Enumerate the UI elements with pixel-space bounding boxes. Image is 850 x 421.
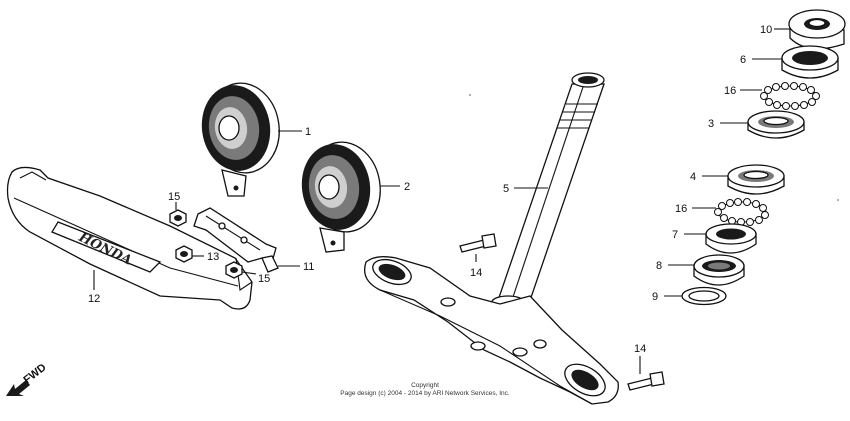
copyright-line-1: Copyright bbox=[411, 382, 439, 389]
callout-4: 4 bbox=[690, 171, 696, 183]
steel-balls-16b[interactable] bbox=[714, 198, 769, 226]
horn-2[interactable] bbox=[296, 137, 386, 253]
washer-9[interactable] bbox=[681, 286, 727, 306]
nut-15b[interactable] bbox=[225, 261, 243, 279]
steering-cover-12[interactable]: HONDA bbox=[6, 166, 253, 310]
bearing-race-3[interactable] bbox=[747, 110, 805, 139]
callout-9: 9 bbox=[652, 291, 658, 303]
horn-1[interactable] bbox=[196, 78, 285, 197]
bearing-race-4[interactable] bbox=[727, 164, 785, 195]
copyright-line-2: Page design (c) 2004 - 2014 by ARI Netwo… bbox=[340, 390, 510, 397]
nut-13[interactable] bbox=[175, 245, 193, 263]
callout-1: 1 bbox=[305, 126, 311, 138]
bolt-14a[interactable] bbox=[459, 233, 497, 253]
callout-5: 5 bbox=[503, 183, 509, 195]
callout-10: 10 bbox=[760, 24, 772, 36]
leader-15b bbox=[241, 271, 257, 275]
fwd-label: FWD bbox=[21, 361, 48, 386]
dust-seal-8[interactable] bbox=[693, 254, 745, 286]
horn-bracket-11[interactable] bbox=[193, 207, 279, 273]
callout-12: 12 bbox=[88, 293, 100, 305]
speck bbox=[837, 199, 839, 201]
bolt-14b[interactable] bbox=[627, 371, 665, 391]
speck bbox=[469, 94, 471, 96]
bearing-race-7[interactable] bbox=[705, 223, 757, 254]
callout-13: 13 bbox=[207, 251, 219, 263]
nut-15a[interactable] bbox=[169, 209, 187, 227]
callout-2: 2 bbox=[404, 181, 410, 193]
callout-7: 7 bbox=[672, 229, 678, 241]
callout-6: 6 bbox=[740, 54, 746, 66]
forward-arrow-icon bbox=[6, 380, 30, 396]
callout-15b: 15 bbox=[258, 273, 270, 285]
callout-14a: 14 bbox=[470, 267, 482, 279]
steering-stem-nut-10[interactable] bbox=[788, 9, 846, 50]
callout-14b: 14 bbox=[634, 343, 646, 355]
callout-16b: 16 bbox=[675, 203, 687, 215]
bearing-race-6[interactable] bbox=[781, 45, 839, 79]
callout-3: 3 bbox=[708, 118, 714, 130]
callout-8: 8 bbox=[656, 260, 662, 272]
steel-balls-16a[interactable] bbox=[760, 82, 820, 110]
callout-15a: 15 bbox=[168, 191, 180, 203]
callout-11: 11 bbox=[303, 261, 314, 273]
steering-stem-5[interactable] bbox=[363, 72, 619, 405]
callout-16a: 16 bbox=[724, 85, 736, 97]
